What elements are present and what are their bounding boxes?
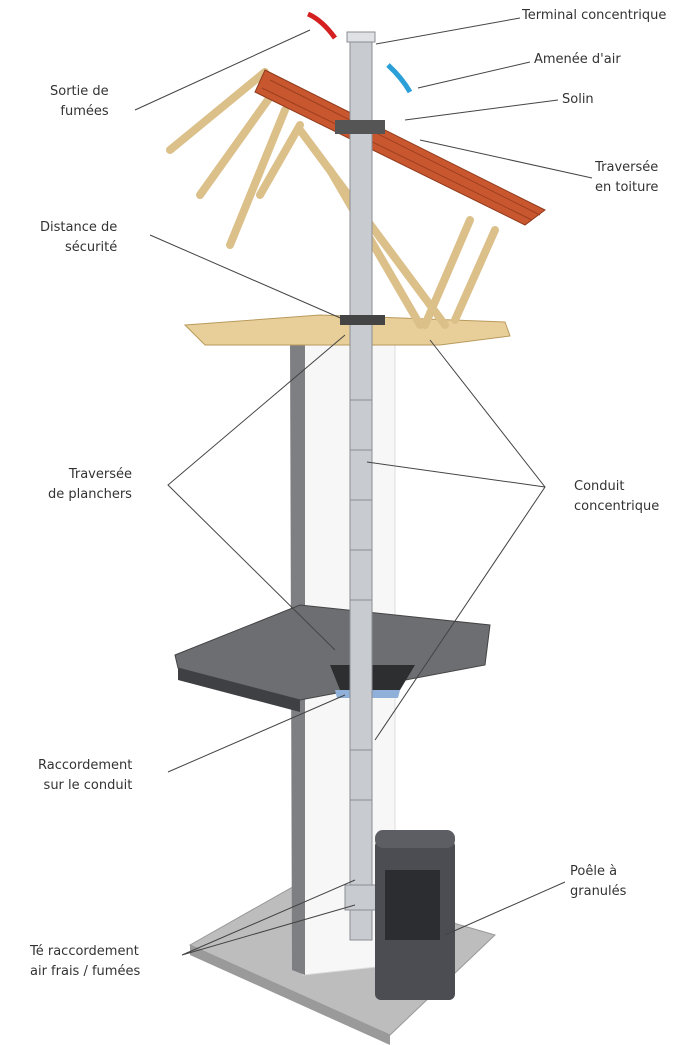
label-terminal-concentrique: Terminal concentrique (522, 8, 667, 23)
pellet-stove (375, 830, 455, 1000)
concentric-pipe (349, 39, 373, 941)
smoke-exit-arrow-icon (306, 11, 338, 40)
leader-lines (134, 17, 593, 956)
roof-tiles (254, 69, 546, 226)
air-intake-arrow-icon (386, 63, 413, 94)
label-amenee-air: Amenée d'air (534, 52, 621, 67)
label-solin: Solin (562, 92, 594, 107)
flashing (335, 120, 385, 134)
